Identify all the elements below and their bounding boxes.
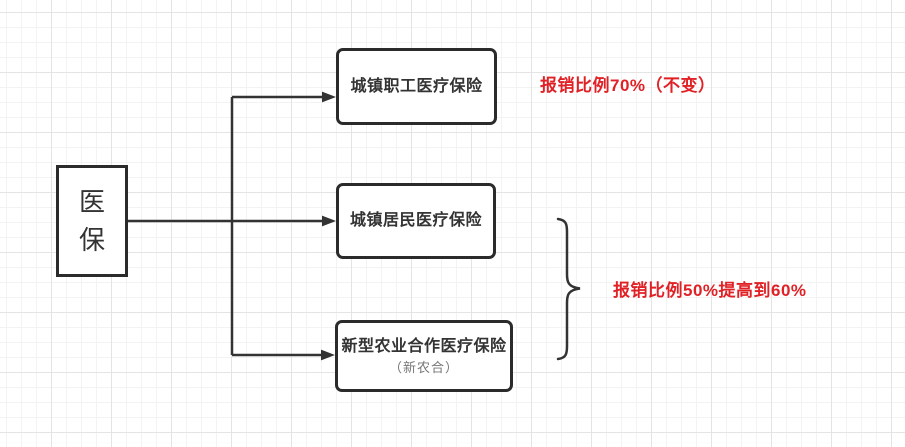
node-rural-cooperative-sublabel: （新农合） xyxy=(388,359,459,375)
node-urban-resident-label: 城镇居民医疗保险 xyxy=(349,212,482,229)
annotation-reimbursement-70: 报销比例70%（不变） xyxy=(540,76,716,95)
node-yibao-label: 医保 xyxy=(78,187,105,255)
node-rural-cooperative-label: 新型农业合作医疗保险 xyxy=(341,337,507,355)
arrowhead-middle xyxy=(322,215,336,227)
node-yibao: 医保 xyxy=(56,165,128,277)
group-brace xyxy=(556,217,581,361)
arrowhead-bottom xyxy=(321,349,335,361)
node-urban-employee-insurance: 城镇职工医疗保险 xyxy=(336,48,497,125)
node-rural-cooperative-insurance: 新型农业合作医疗保险 （新农合） xyxy=(335,320,513,392)
node-urban-resident-insurance: 城镇居民医疗保险 xyxy=(336,183,496,259)
arrowhead-top xyxy=(322,91,336,103)
annotation-reimbursement-50-to-60: 报销比例50%提高到60% xyxy=(613,281,807,300)
node-urban-employee-label: 城镇职工医疗保险 xyxy=(350,77,483,95)
